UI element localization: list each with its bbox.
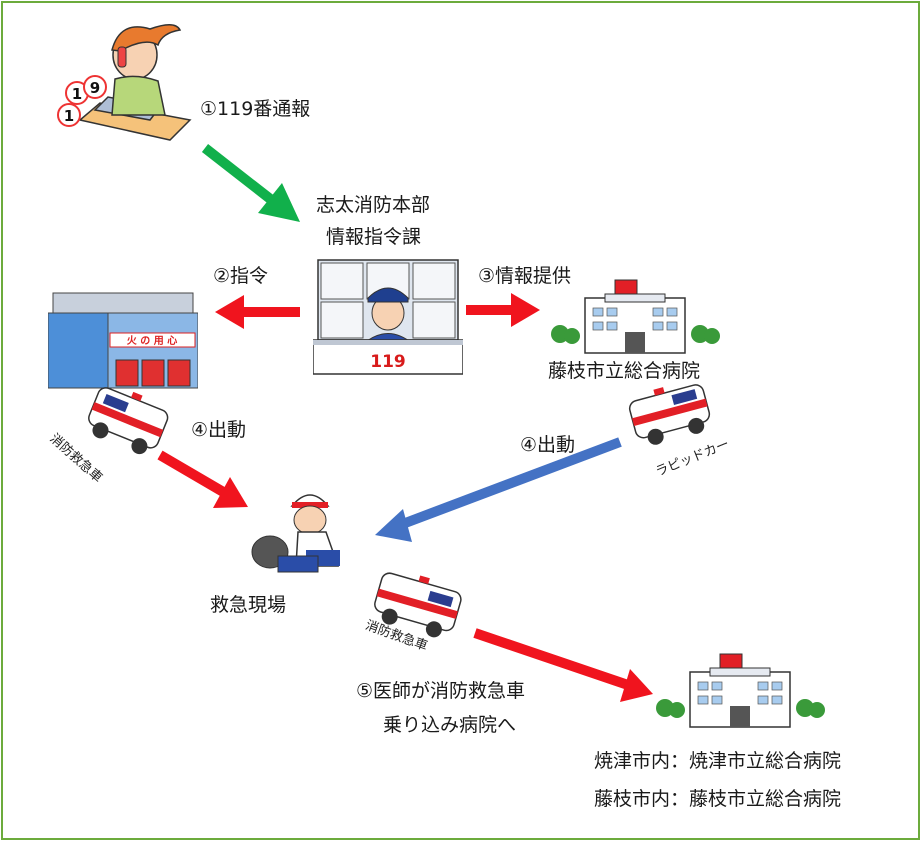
scene-label: 救急現場 [210, 594, 287, 616]
fujieda-hospital-label: 藤枝市立総合病院 [548, 360, 701, 382]
destination-yaizu: 焼津市内：焼津市立総合病院 [594, 750, 842, 772]
arrow-dispatch-left [157, 450, 248, 508]
step-dispatch-left: ④出動 [191, 419, 247, 441]
step-119-call: ①119番通報 [200, 98, 311, 120]
dispatch-desk-sign: 119 [370, 352, 406, 372]
rescuer-patient-icon [248, 486, 358, 584]
arrow-dispatch-right [375, 437, 622, 542]
step-transport-line2: 乗り込み病院へ [383, 714, 517, 736]
bubble-digit: 9 [90, 79, 100, 97]
arrow-transport [473, 628, 653, 702]
bubble-digit: 1 [64, 107, 74, 125]
arrow-info [466, 293, 540, 327]
dispatcher-icon: 119 [312, 258, 464, 376]
rapid-car-icon [623, 372, 718, 453]
fire-station-icon: 火 の 用 心 [47, 278, 199, 390]
dispatch-center-line1: 志太消防本部 [316, 194, 431, 216]
bubble-digit: 1 [72, 85, 82, 103]
hospital-icon [650, 652, 830, 730]
fire-station-sign: 火 の 用 心 [127, 335, 177, 347]
ambulance-icon [367, 563, 469, 647]
step-dispatch-right: ④出動 [520, 434, 576, 456]
phone-bubbles: 1 1 9 [57, 75, 107, 127]
caller-woman-icon: 1 1 9 [50, 15, 195, 155]
arrow-119-call [201, 144, 300, 222]
arrow-command [215, 295, 300, 329]
step-transport-line1: ⑤医師が消防救急車 [356, 680, 526, 702]
dispatch-center-line2: 情報指令課 [326, 226, 422, 248]
step-command: ②指令 [213, 265, 269, 287]
destination-fujieda: 藤枝市内：藤枝市立総合病院 [594, 788, 842, 810]
hospital-icon [545, 278, 725, 356]
ambulance-icon [79, 377, 176, 464]
step-info: ③情報提供 [478, 265, 572, 287]
